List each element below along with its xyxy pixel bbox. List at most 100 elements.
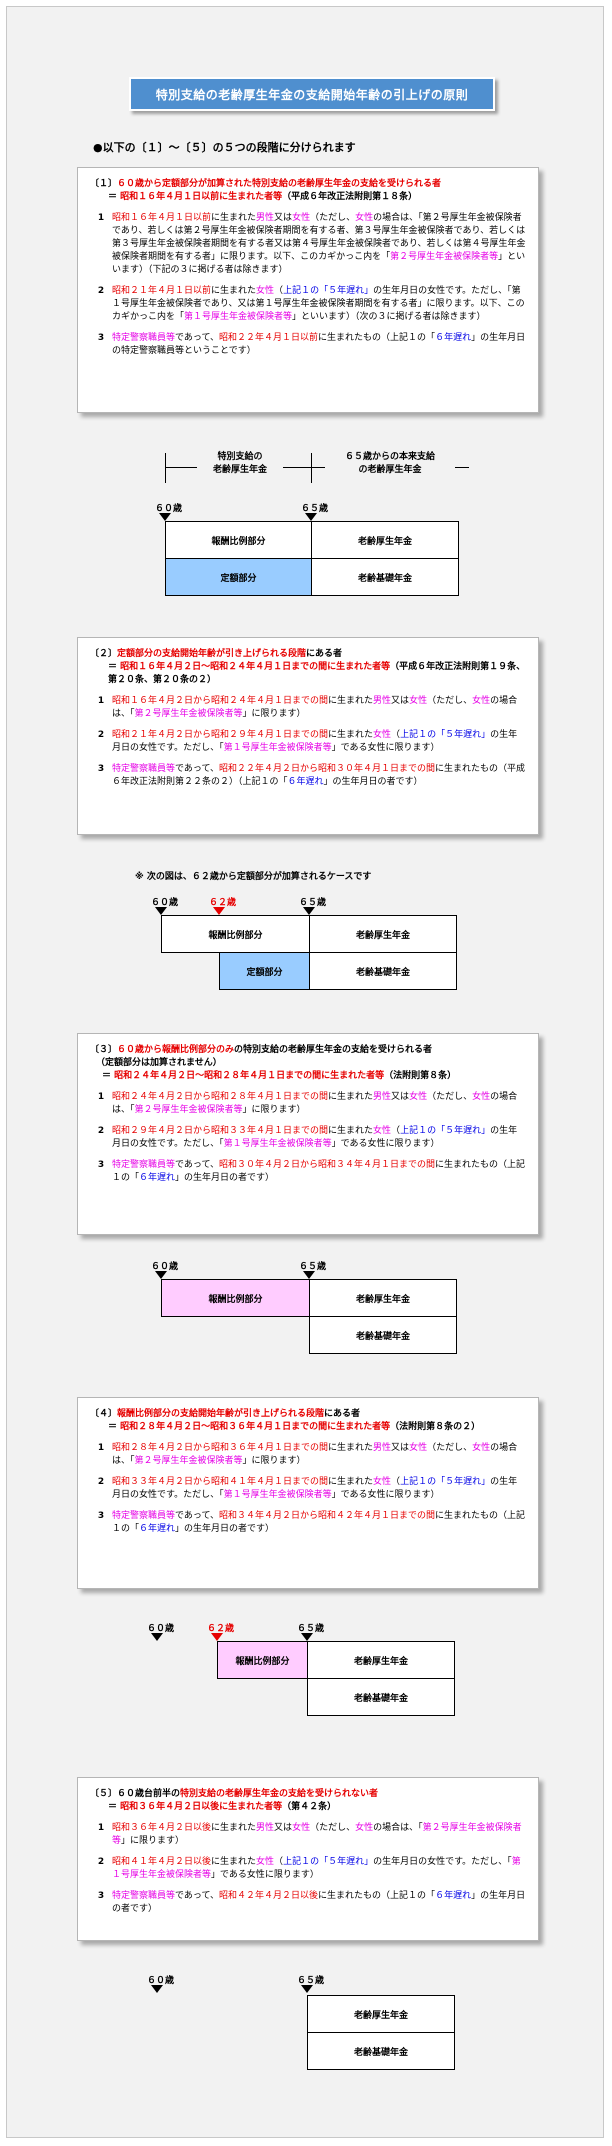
section-heading-prefix: ６０歳台前半の [117, 1789, 181, 1799]
section-5-heading: 〔５〕６０歳台前半の特別支給の老齢厚生年金の支給を受けられない者 [90, 1788, 526, 1801]
item-text-segment: 特定警察職員等 [112, 1160, 176, 1170]
section-heading-suffix: にある者 [324, 1409, 361, 1419]
item-text-segment: 又は [274, 213, 293, 223]
equals-sign: ＝ [108, 192, 118, 202]
section-number: 〔３〕 [90, 1045, 118, 1055]
item-text-segment: 昭和２９年４月２日から昭和３３年４月１日までの間 [112, 1126, 329, 1136]
item-text: 特定警察職員等であって、昭和２２年４月１日以前に生まれたもの（上記１の「６年遅れ… [112, 332, 526, 358]
item-text-segment: の場合は、「 [112, 1092, 518, 1115]
age-65-label: ６５歳 [299, 1262, 327, 1272]
legal-reference: （法附則第８条の２） [390, 1422, 481, 1432]
item-number: 3 [97, 1160, 105, 1170]
section-number: 〔４〕 [90, 1409, 118, 1419]
section-2-subheading: ＝ 昭和１６年４月２日～昭和２４年４月１日までの間に生まれた者等（平成６年改正法… [90, 661, 526, 687]
item-text-segment: の場合は、「第２号厚生年金被保険者であり、若しくは第２号厚生年金被保険者期間を有… [112, 213, 526, 262]
item-text: 特定警察職員等であって、昭和４２年４月２日以後に生まれたもの（上記１の「６年遅れ… [112, 1890, 526, 1916]
item-text-segment: （ただし、 [427, 696, 473, 706]
rorei-kosei-bar: 老齢厚生年金 [307, 1641, 455, 1679]
item-text-segment: に生まれた [328, 1443, 374, 1453]
page-panel: 特別支給の老齢厚生年金の支給開始年齢の引上げの原則 ●以下の〔１〕～〔５〕の５つ… [6, 6, 604, 2138]
item-text-segment: 昭和４２年４月２日以後 [219, 1891, 319, 1901]
item-text-segment: 女性 [256, 1857, 275, 1867]
age-65-label: ６５歳 [299, 898, 327, 908]
age-60-marker-icon [155, 907, 167, 915]
birth-range: 昭和３６年４月２日以後に生まれた者等 [120, 1802, 283, 1812]
item-number: 3 [97, 1511, 105, 1521]
item-text-segment: 昭和２８年４月２日から昭和３６年４月１日までの間 [112, 1443, 329, 1453]
page-title: 特別支給の老齢厚生年金の支給開始年齢の引上げの原則 [129, 77, 495, 111]
age-60-label: ６０歳 [151, 1262, 179, 1272]
item-text-segment: （ [391, 1126, 401, 1136]
section-3-subheading: ＝ 昭和２４年４月２日～昭和２８年４月１日までの間に生まれた者等（法附則第８条） [90, 1070, 526, 1083]
age-62-marker-icon [211, 1633, 223, 1641]
hirei-bar: 報酬比例部分 [161, 915, 310, 953]
item-text-segment: 又は [274, 1823, 293, 1833]
item-text-segment: 」である女性に限ります） [331, 1490, 440, 1500]
item-number: 1 [97, 1443, 105, 1453]
item-text-segment: に生まれた [211, 1823, 257, 1833]
item-text-segment: に生まれた [328, 730, 374, 740]
item-text-segment: 」に限ります） [121, 1836, 185, 1846]
rorei-kosei-bar: 老齢厚生年金 [307, 1995, 455, 2033]
item-text-segment: 女性 [409, 1443, 428, 1453]
age-60-marker-icon [159, 513, 171, 521]
section-2-heading: 〔２〕定額部分の支給開始年齢が引き上げられる段階にある者 [90, 648, 526, 661]
item-text: 昭和３３年４月２日から昭和４１年４月１日までの間に生まれた女性（上記１の「５年遅… [112, 1476, 526, 1502]
section-heading-suffix: の特別支給の老齢厚生年金の支給を受けられる者 [234, 1045, 433, 1055]
item-number: 2 [97, 1477, 105, 1487]
item-text-segment: 女性 [472, 696, 491, 706]
item-text-segment: 第２号厚生年金被保険者等 [134, 1456, 243, 1466]
section-4-heading: 〔４〕報酬比例部分の支給開始年齢が引き上げられる段階にある者 [90, 1408, 526, 1421]
item-text-segment: 第２号厚生年金被保険者等 [134, 709, 243, 719]
item-text-segment: （ [274, 1857, 284, 1867]
equals-sign: ＝ [108, 1802, 118, 1812]
age-65-label: ６５歳 [297, 1976, 325, 1986]
timeline-tick [311, 453, 312, 483]
age-62-label: ６２歳 [209, 898, 237, 908]
item-text-segment: の生年月日の女性です。ただし、「 [112, 1477, 518, 1500]
age-65-marker-icon [301, 1985, 313, 1993]
teigaku-bar: 定額部分 [165, 558, 312, 596]
item-text-segment: 」に限ります） [242, 1105, 306, 1115]
item-text-segment: の生年月日の女性です。ただし、「 [373, 1857, 512, 1867]
item-text-segment: 第２号厚生年金被保険者等 [112, 1823, 522, 1846]
item-text-segment: の生年月日の女性です。ただし、「 [112, 730, 518, 753]
item-text-segment: （ [274, 286, 284, 296]
item-text-segment: 女性 [355, 213, 374, 223]
age-60-label: ６０歳 [147, 1624, 175, 1634]
age-65-label: ６５歳 [297, 1624, 325, 1634]
item-text-segment: 上記１の「５年遅れ」 [400, 1126, 491, 1136]
item-text-segment: ６年遅れ [139, 1524, 176, 1534]
item-text-segment: に生まれた [211, 213, 257, 223]
rorei-kiso-bar: 老齢基礎年金 [307, 1678, 455, 1716]
item-text-segment: ６年遅れ [287, 777, 324, 787]
section-number: 〔５〕 [90, 1789, 118, 1799]
section-1-subheading: ＝ 昭和１６年４月１日以前に生まれた者等（平成６年改正法附則第１８条） [90, 191, 526, 204]
item-text-segment: 上記１の「５年遅れ」 [400, 1477, 491, 1487]
item-text-segment: の場合は、「 [373, 1823, 423, 1833]
item-text: 昭和２８年４月２日から昭和３６年４月１日までの間に生まれた男性又は女性（ただし、… [112, 1442, 526, 1468]
item-text-segment: 特定警察職員等 [112, 1891, 176, 1901]
item-text-segment: の場合は、「 [112, 1443, 518, 1466]
item-text-segment: 」の生年月日の特定警察職員等ということです） [112, 333, 526, 356]
item-text: 昭和２４年４月２日から昭和２８年４月１日までの間に生まれた男性又は女性（ただし、… [112, 1091, 526, 1117]
item-text-segment: （ただし、 [427, 1092, 473, 1102]
item-text-segment: 特定警察職員等 [112, 1511, 176, 1521]
item-text-segment: 」に限ります） [242, 709, 306, 719]
item-text-segment: 昭和３３年４月２日から昭和４１年４月１日までの間 [112, 1477, 329, 1487]
birth-range: 昭和１６年４月１日以前に生まれた者等 [120, 192, 283, 202]
item-text-segment: 第１号厚生年金被保険者等 [184, 312, 293, 322]
section-5-box: 〔５〕６０歳台前半の特別支給の老齢厚生年金の支給を受けられない者 ＝ 昭和３６年… [77, 1777, 539, 1941]
section-heading-text: ６０歳から定額部分が加算された特別支給の老齢厚生年金の支給を受けられる者 [117, 179, 442, 189]
age-60-label: ６０歳 [151, 898, 179, 908]
list-item: 2 昭和３３年４月２日から昭和４１年４月１日までの間に生まれた女性（上記１の「５年… [90, 1476, 526, 1502]
item-text-segment: に生まれた [328, 1092, 374, 1102]
item-text-segment: 男性 [373, 1443, 392, 1453]
item-text-segment: 昭和２１年４月２日から昭和２９年４月１日までの間 [112, 730, 329, 740]
item-text-segment: に生まれたもの（上記１の「 [112, 1511, 526, 1534]
age-62-marker-icon [213, 907, 225, 915]
